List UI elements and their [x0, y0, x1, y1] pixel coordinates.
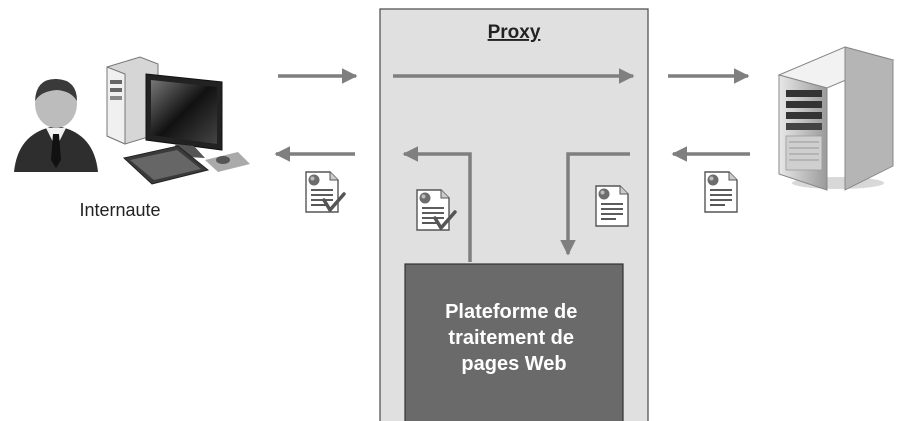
platform-label-line-1: Plateforme de: [445, 301, 577, 323]
proxy-title: Proxy: [488, 22, 541, 43]
web-page-document-icon: [704, 171, 738, 213]
platform-label-line-2: traitement de: [448, 327, 574, 349]
arrow-response-into-platform: [560, 152, 630, 256]
client-label: Internaute: [79, 200, 160, 220]
processing-platform-box: Plateforme de traitement de pages Web: [404, 263, 624, 421]
platform-label: Plateforme de traitement de pages Web: [445, 301, 583, 375]
arrow-platform-to-output: [402, 146, 472, 262]
web-page-document-icon: [595, 185, 629, 227]
server-tower-icon: [777, 46, 895, 191]
platform-label-line-3: pages Web: [461, 353, 566, 375]
user-computer-icon: [14, 56, 250, 185]
web-page-checked-document-icon: [305, 171, 346, 213]
web-page-checked-document-icon: [416, 189, 457, 231]
flow-arrows: [274, 68, 750, 262]
